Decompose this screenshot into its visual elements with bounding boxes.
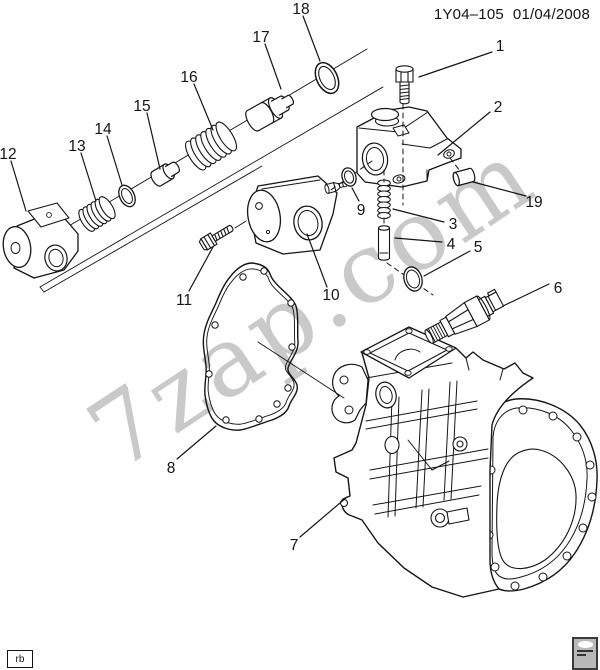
callout-2: 2: [494, 99, 503, 116]
callout-12: 12: [0, 146, 17, 163]
part-14-washer: [118, 184, 136, 208]
callout-15: 15: [133, 98, 150, 115]
callout-6: 6: [554, 280, 563, 297]
part-16-spring: [184, 121, 238, 171]
callout-1: 1: [496, 38, 505, 55]
callout-9: 9: [357, 202, 366, 219]
part-8-gasket: [202, 262, 299, 431]
leader-lines: [10, 15, 550, 538]
callout-17: 17: [252, 29, 269, 46]
logo-bar: [577, 650, 593, 652]
callout-3: 3: [449, 216, 458, 233]
callout-labels: 1 2 3 4 5 6 7 8 9 10 11 12 13 14 15 16 1…: [0, 1, 562, 554]
logo-bar: [577, 654, 586, 656]
part-1-bolt: [395, 65, 414, 105]
part-9-o-ring: [341, 167, 357, 187]
part-5-o-ring: [403, 266, 423, 292]
callout-13: 13: [68, 138, 85, 155]
callout-14: 14: [94, 121, 112, 138]
part-2-shift-cover: [356, 106, 462, 188]
part-6-sensor-switch: [424, 288, 505, 344]
revision-marker-box: rb: [7, 650, 33, 668]
callout-7: 7: [290, 537, 299, 554]
drawing-header: 1Y04–105 01/04/2008: [425, 6, 590, 23]
drawing-number: 1Y04–105: [433, 6, 504, 23]
callout-8: 8: [167, 460, 176, 477]
bolt-11-axis: [234, 220, 247, 229]
logo-oval: [577, 641, 593, 648]
catalog-logo-icon: [572, 637, 598, 670]
part-12-housing: [2, 202, 79, 279]
part-19-pin: [452, 167, 476, 187]
gasket-bolt-holes: [205, 267, 296, 424]
callout-10: 10: [322, 287, 340, 304]
part-13-spring: [78, 196, 116, 232]
callout-18: 18: [292, 1, 309, 18]
callout-5: 5: [474, 239, 483, 256]
part-10-valve-body: [246, 175, 348, 255]
drawing-date: 01/04/2008: [512, 6, 590, 23]
part-18-seal-ring: [314, 61, 340, 95]
case-bosses: [339, 435, 470, 528]
part-3-spring: [377, 179, 391, 219]
part-15-plug: [150, 161, 180, 187]
callout-19: 19: [525, 194, 542, 211]
callout-11: 11: [176, 292, 192, 309]
revision-marker: rb: [15, 653, 25, 665]
part-17-plug: [245, 94, 295, 132]
callout-4: 4: [447, 236, 456, 253]
callout-16: 16: [180, 69, 197, 86]
part-11-bolt: [198, 224, 234, 251]
part-4-pin: [377, 225, 391, 261]
part-7-transmission-case: [331, 326, 598, 598]
